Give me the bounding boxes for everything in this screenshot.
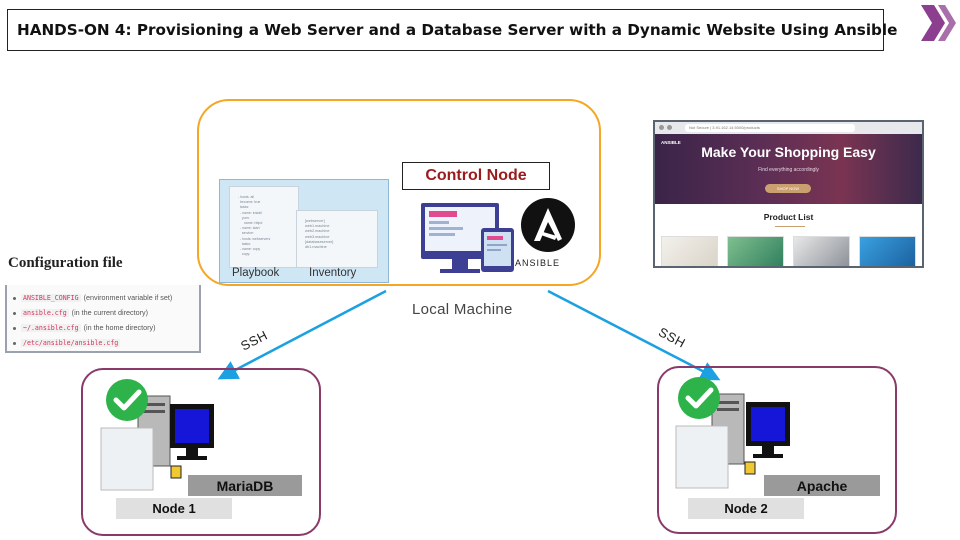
document-line: copy: bbox=[238, 252, 251, 257]
playbook-inventory-panel: - hosts: all become: true tasks: - name:… bbox=[219, 179, 389, 283]
document-line: - hosts: all bbox=[238, 195, 254, 199]
ssh-arrow-left bbox=[217, 289, 387, 380]
config-item: ANSIBLE_CONFIG(environment variable if s… bbox=[13, 293, 172, 302]
node-1-service-label: MariaDB bbox=[188, 475, 302, 496]
control-node-label-box: Control Node bbox=[402, 162, 550, 190]
document-line: - name: install bbox=[238, 210, 262, 215]
ssh-arrow-right bbox=[547, 289, 721, 381]
product-list-title: Product List bbox=[763, 212, 814, 222]
website-hero-subtitle: Find everything accordingly bbox=[758, 167, 819, 173]
config-item: /etc/ansible/ansible.cfg bbox=[13, 338, 123, 347]
config-item: ansible.cfg(in the current directory) bbox=[13, 308, 148, 317]
document-line: tasks: bbox=[238, 241, 252, 246]
product-thumbnail bbox=[859, 236, 916, 266]
document-line: yum: bbox=[238, 215, 250, 220]
document-line: - hosts: webservers bbox=[238, 236, 271, 241]
playbook-text: - hosts: all become: true tasks: - name:… bbox=[238, 195, 290, 257]
node-1-label: Node 1 bbox=[116, 498, 232, 519]
node-1-box bbox=[81, 368, 321, 536]
browser-url: Not Secure | 3.91.162.14:5000/products bbox=[685, 124, 855, 132]
node-2-label: Node 2 bbox=[688, 498, 804, 519]
website-shop-button: SHOP NOW bbox=[765, 184, 811, 193]
node-2-service-label: Apache bbox=[764, 475, 880, 496]
playbook-document: - hosts: all become: true tasks: - name:… bbox=[229, 186, 299, 268]
configuration-file-heading: Configuration file bbox=[8, 255, 123, 271]
document-line: [webserver] bbox=[305, 219, 325, 223]
config-item: ~/.ansible.cfg(in the home directory) bbox=[13, 323, 155, 332]
product-thumbnail bbox=[661, 236, 718, 266]
control-node-box bbox=[197, 99, 601, 286]
document-line: db1.machine bbox=[305, 245, 327, 250]
inventory-label: Inventory bbox=[309, 267, 357, 279]
product-thumbnail bbox=[793, 236, 850, 266]
document-line: - name: start bbox=[238, 226, 260, 231]
document-line: web2.machine bbox=[305, 229, 330, 234]
website-hero: ANSIBLE Make Your Shopping Easy Find eve… bbox=[655, 134, 922, 204]
document-line: - name: copy bbox=[238, 247, 261, 252]
ssh-label-left: SSH bbox=[238, 327, 271, 354]
document-line: web3.machine bbox=[305, 234, 330, 239]
website-logo: ANSIBLE bbox=[661, 140, 681, 145]
document-line: web1.machine bbox=[305, 224, 330, 229]
website-hero-title: Make Your Shopping Easy bbox=[701, 144, 876, 160]
product-thumbnail bbox=[727, 236, 784, 266]
local-machine-label: Local Machine bbox=[412, 301, 513, 318]
document-line: service: bbox=[238, 231, 254, 236]
control-node-label: Control Node bbox=[425, 167, 527, 184]
document-line: tasks: bbox=[238, 205, 250, 210]
playbook-label: Playbook bbox=[232, 267, 280, 279]
title-box: HANDS-ON 4: Provisioning a Web Server an… bbox=[7, 9, 897, 51]
ssh-label-right: SSH bbox=[656, 324, 689, 351]
document-line: [databaseserver] bbox=[305, 239, 334, 244]
page-title: HANDS-ON 4: Provisioning a Web Server an… bbox=[17, 21, 898, 39]
document-line: become: true bbox=[238, 200, 261, 205]
ansible-logo-text: ANSIBLE bbox=[515, 258, 561, 268]
document-line: name: httpd bbox=[238, 221, 263, 226]
node-2-box bbox=[657, 366, 897, 534]
configuration-file-list: ANSIBLE_CONFIG(environment variable if s… bbox=[5, 285, 201, 353]
website-screenshot: Not Secure | 3.91.162.14:5000/products A… bbox=[653, 120, 924, 268]
